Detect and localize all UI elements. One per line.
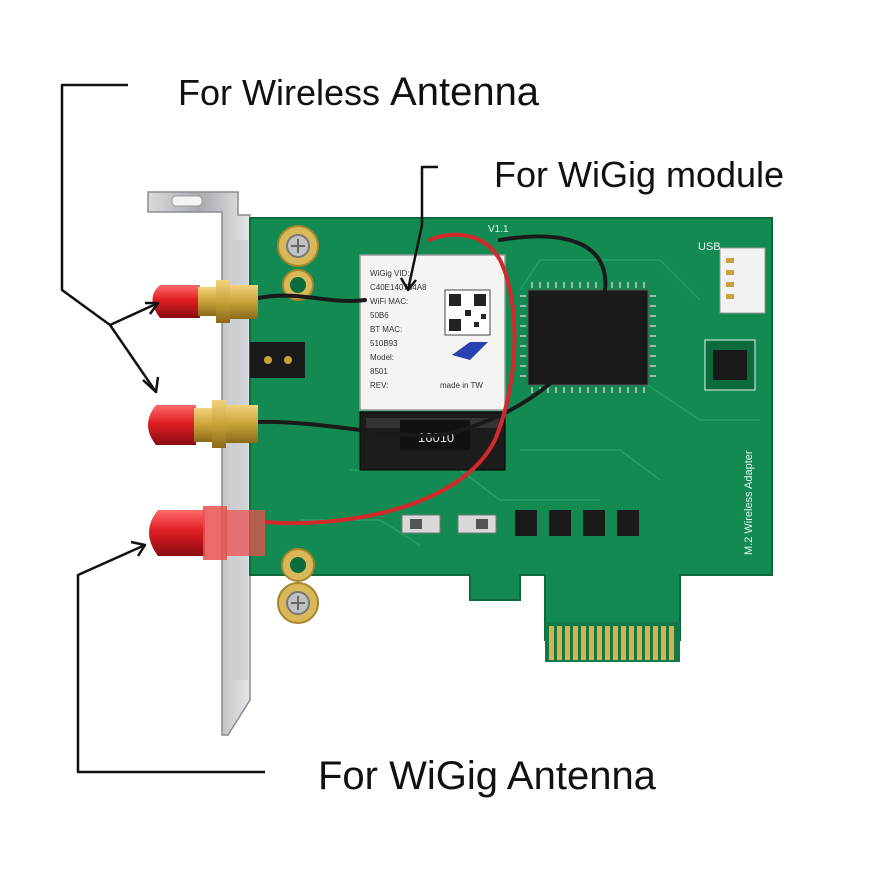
- sma-connector-bottom: [149, 506, 265, 560]
- sma-connector-middle: [148, 400, 258, 448]
- module-line: made in TW: [440, 381, 483, 390]
- module-line: WiFi MAC:: [370, 297, 408, 306]
- mounting-hole-top: [277, 225, 319, 301]
- module-line: 510B93: [370, 339, 398, 348]
- transistors: [515, 510, 639, 536]
- module-line: WiGig VID:: [370, 269, 410, 278]
- label-wigig-antenna: For WiGig Antenna: [318, 754, 656, 798]
- pcie-edge-connector: [545, 622, 680, 662]
- antenna-cables: [256, 232, 608, 526]
- module-line: 50B6: [370, 311, 389, 320]
- label-wigig-module: For WiGig module: [494, 154, 785, 195]
- module-line: REV:: [370, 381, 388, 390]
- module-line: BT MAC:: [370, 325, 402, 334]
- usb-header: USB: [698, 241, 766, 314]
- wigig-module-card: WiGig VID: C40E140734A8 WiFi MAC: 50B6 B…: [359, 254, 506, 411]
- jumper-header: [250, 342, 305, 378]
- pcie-bracket: [147, 191, 251, 736]
- mounting-hole-bottom: [277, 548, 319, 624]
- board-side-label: M.2 Wireless Adapter: [743, 450, 755, 555]
- sma-connector-top: [152, 280, 258, 323]
- usb-label: USB: [698, 241, 721, 253]
- module-line: 8501: [370, 367, 388, 376]
- small-ic: [704, 339, 756, 391]
- board-version: V1.1: [488, 224, 509, 235]
- callout-lines: [60, 83, 438, 774]
- module-line: C40E140734A8: [370, 283, 427, 292]
- pcb-board: WiGig VID: C40E140734A8 WiFi MAC: 50B6 B…: [249, 217, 773, 662]
- slide-switches: [401, 514, 497, 534]
- module-line: Model:: [370, 353, 394, 362]
- label-wireless-antenna: For Wireless Antenna: [178, 70, 540, 114]
